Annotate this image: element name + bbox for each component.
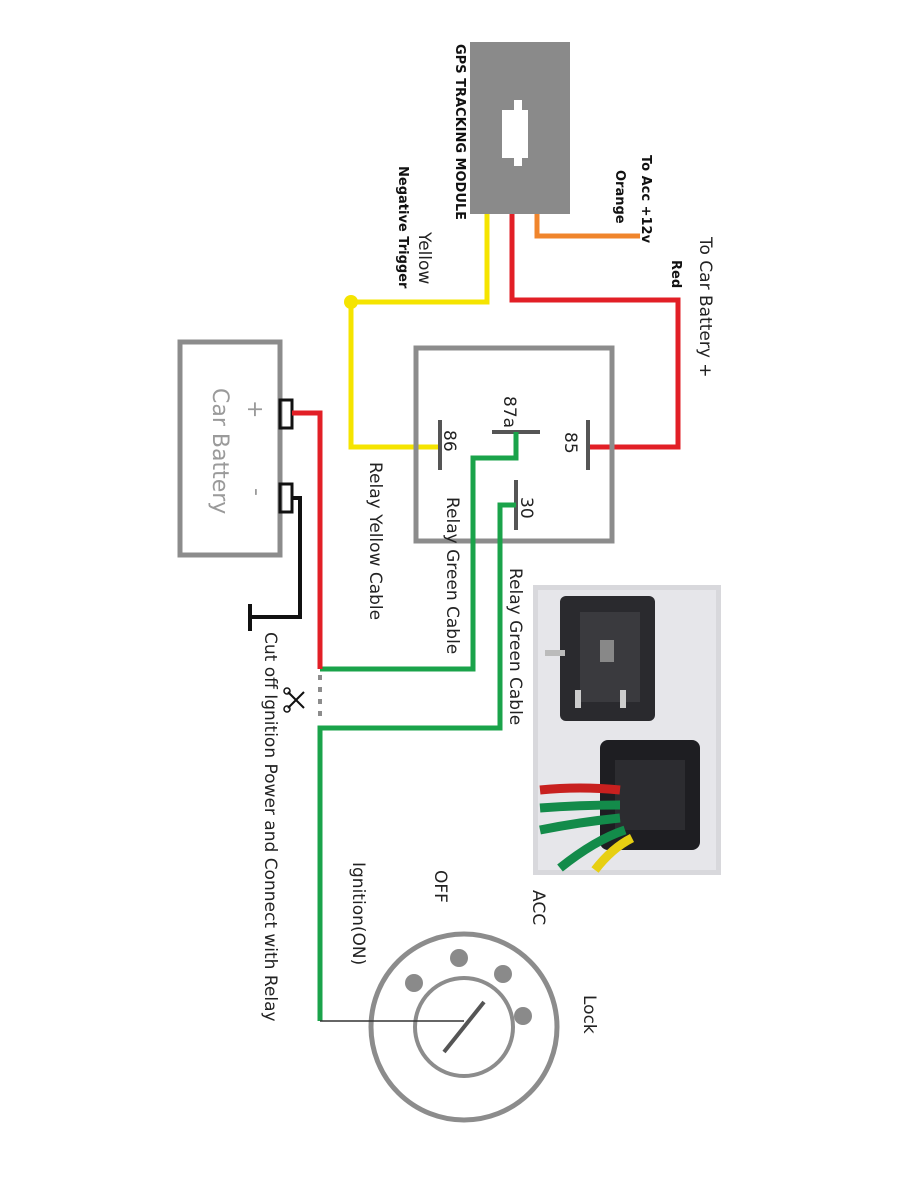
gps-connector-port [502,110,528,158]
red-wire-label: Red [668,260,683,288]
relay-pin-87a-label: 87a [499,396,519,428]
yellow-wire-junction [344,295,358,309]
car-battery-body [177,339,283,558]
relay-pin-86-label: 86 [439,430,459,452]
yellow-wire-label: Yellow [414,231,434,284]
relay-pin-30-label: 30 [516,497,536,519]
relay-yellow-cable-label: Relay Yellow Cable [365,462,385,620]
ignition-acc-label: ACC [528,890,548,925]
scissors-icon [283,687,305,713]
red-wire-battery [292,410,323,669]
relay-green-cable-label-2: Relay Green Cable [505,568,525,725]
orange-wire-sublabel: To Acc +12v [638,155,653,244]
ignition-switch [368,931,560,1123]
red-wire-module [509,214,681,450]
black-ground-wire [250,496,302,619]
red-wire-sublabel: To Car Battery + [695,236,715,378]
relay-photo [533,585,721,875]
gps-module: GPS TRACKING MODULE [452,42,570,220]
orange-wire [534,214,640,239]
ignition-key [442,1000,486,1054]
green-wire-30 [317,502,516,1021]
ignition-lock-label: Lock [579,995,599,1034]
car-battery-title: Car Battery [207,388,232,514]
ignition-dot-lock [514,1007,532,1025]
cut-off-label: Cut off Ignition Power and Connect with … [260,632,280,1022]
battery-minus-label: - [244,488,269,496]
relay-green-cable-label-1: Relay Green Cable [442,497,462,654]
green-wire-87a [320,432,519,672]
gps-module-title: GPS TRACKING MODULE [452,44,467,220]
car-battery: + - Car Battery [177,339,294,558]
ignition-dot-off [450,949,468,967]
relay-pin-85-label: 85 [560,432,580,454]
ignition-dot-acc [494,965,512,983]
battery-plus-label: + [242,400,267,418]
yellow-wire-sublabel: Negative Trigger [395,166,410,289]
ignition-dot-on [405,974,423,992]
relay-body [413,345,615,544]
ignition-off-label: OFF [430,870,450,903]
orange-wire-label: Orange [612,170,627,224]
ignition-on-label: Ignition(ON) [348,862,368,965]
ignition-outer-ring [368,931,560,1123]
ignition-inner-ring [413,976,515,1078]
relay: 87a 86 85 30 [413,345,615,544]
